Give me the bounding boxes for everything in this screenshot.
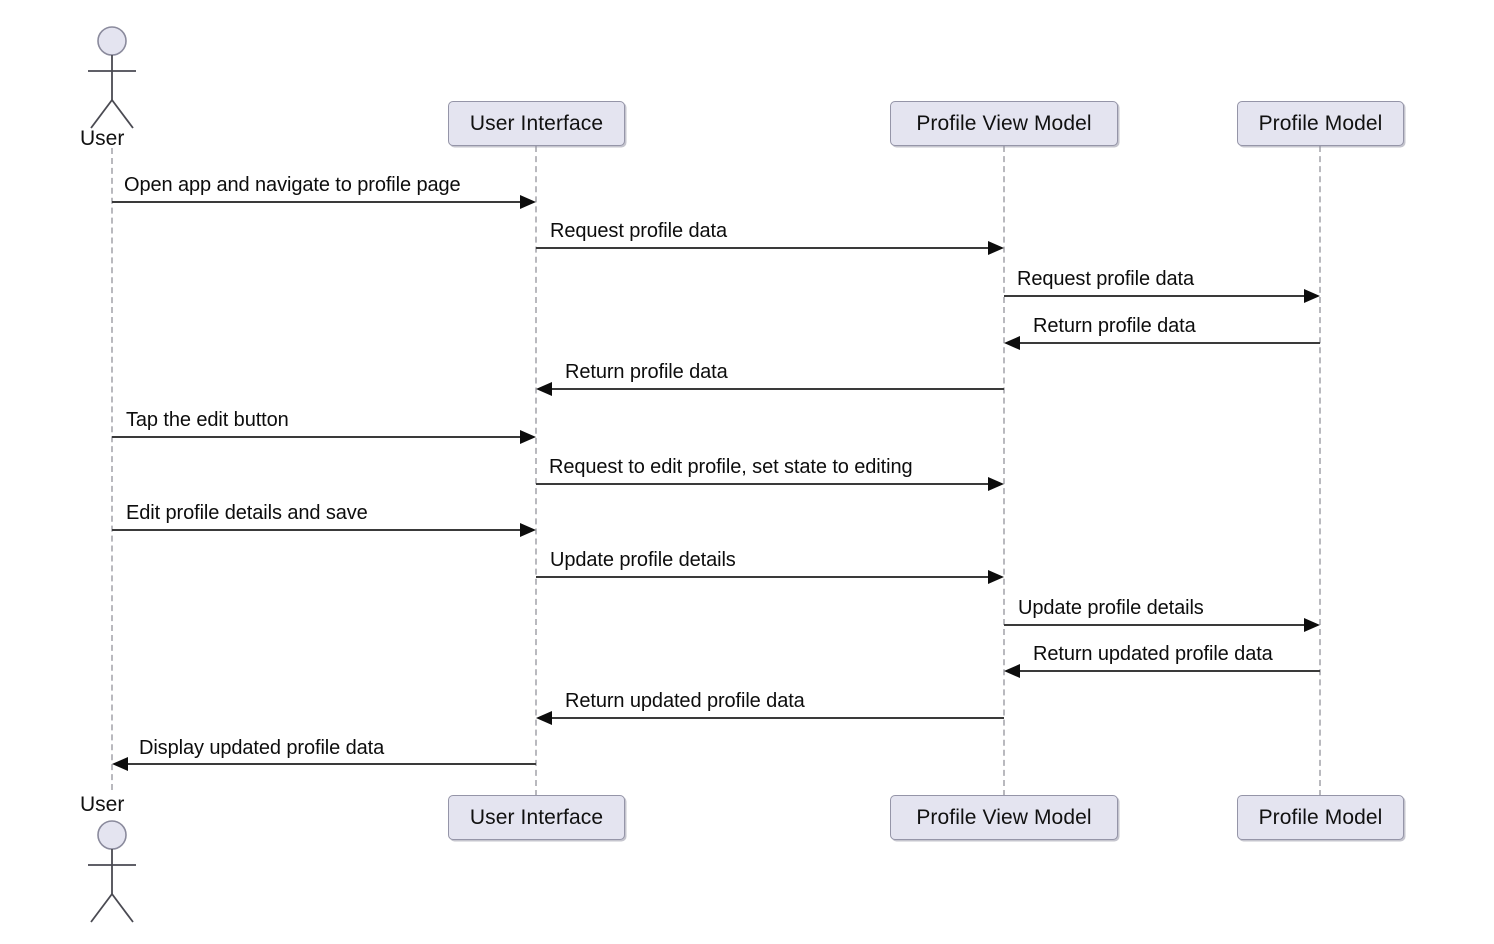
arrowhead-left-13 — [112, 757, 128, 771]
message-line-11 — [1020, 670, 1320, 672]
lifeline-profile-view-model — [1003, 146, 1005, 796]
lifeline-profile-model — [1319, 146, 1321, 796]
participant-label: User Interface — [469, 111, 604, 135]
message-label-13: Display updated profile data — [139, 737, 385, 759]
message-label-11: Return updated profile data — [1033, 643, 1273, 665]
arrowhead-left-5 — [536, 382, 552, 396]
arrowhead-right-8 — [520, 523, 536, 537]
message-label-8: Edit profile details and save — [126, 502, 368, 524]
stick-figure-icon — [88, 26, 136, 129]
message-line-6 — [112, 436, 520, 438]
message-label-12: Return updated profile data — [565, 690, 805, 712]
arrowhead-left-12 — [536, 711, 552, 725]
message-line-8 — [112, 529, 520, 531]
arrowhead-right-7 — [988, 477, 1004, 491]
message-line-2 — [536, 247, 988, 249]
actor-label-user-top: User — [80, 127, 125, 150]
participant-label: Profile Model — [1258, 111, 1383, 135]
lifeline-user-interface — [535, 146, 537, 796]
participant-user-interface-top[interactable]: User Interface — [448, 101, 625, 146]
message-label-6: Tap the edit button — [126, 409, 289, 431]
lifeline-user — [111, 148, 113, 790]
arrowhead-right-3 — [1304, 289, 1320, 303]
participant-profile-view-model-bottom[interactable]: Profile View Model — [890, 795, 1118, 840]
message-line-9 — [536, 576, 988, 578]
message-line-13 — [128, 763, 536, 765]
message-line-7 — [536, 483, 988, 485]
arrowhead-left-4 — [1004, 336, 1020, 350]
message-label-3: Request profile data — [1017, 268, 1195, 290]
arrowhead-right-9 — [988, 570, 1004, 584]
message-label-7: Request to edit profile, set state to ed… — [549, 456, 913, 478]
arrowhead-left-11 — [1004, 664, 1020, 678]
actor-user-top — [78, 24, 148, 134]
stick-figure-icon — [88, 820, 136, 923]
actor-user-bottom — [78, 818, 148, 928]
arrowhead-right-1 — [520, 195, 536, 209]
participant-user-interface-bottom[interactable]: User Interface — [448, 795, 625, 840]
arrowhead-right-6 — [520, 430, 536, 444]
participant-label: Profile View Model — [916, 111, 1092, 135]
message-label-9: Update profile details — [550, 549, 736, 571]
message-label-2: Request profile data — [550, 220, 728, 242]
participant-profile-view-model-top[interactable]: Profile View Model — [890, 101, 1118, 146]
message-line-1 — [112, 201, 520, 203]
message-line-12 — [552, 717, 1004, 719]
arrowhead-right-10 — [1304, 618, 1320, 632]
message-label-1: Open app and navigate to profile page — [124, 174, 461, 196]
arrowhead-right-2 — [988, 241, 1004, 255]
participant-profile-model-bottom[interactable]: Profile Model — [1237, 795, 1404, 840]
message-label-5: Return profile data — [565, 361, 728, 383]
message-line-5 — [552, 388, 1004, 390]
message-line-3 — [1004, 295, 1304, 297]
message-line-10 — [1004, 624, 1304, 626]
participant-profile-model-top[interactable]: Profile Model — [1237, 101, 1404, 146]
actor-label-user-bottom: User — [80, 793, 125, 816]
message-label-4: Return profile data — [1033, 315, 1196, 337]
participant-label: Profile View Model — [916, 805, 1092, 829]
participant-label: User Interface — [469, 805, 604, 829]
message-label-10: Update profile details — [1018, 597, 1204, 619]
participant-label: Profile Model — [1258, 805, 1383, 829]
message-line-4 — [1020, 342, 1320, 344]
